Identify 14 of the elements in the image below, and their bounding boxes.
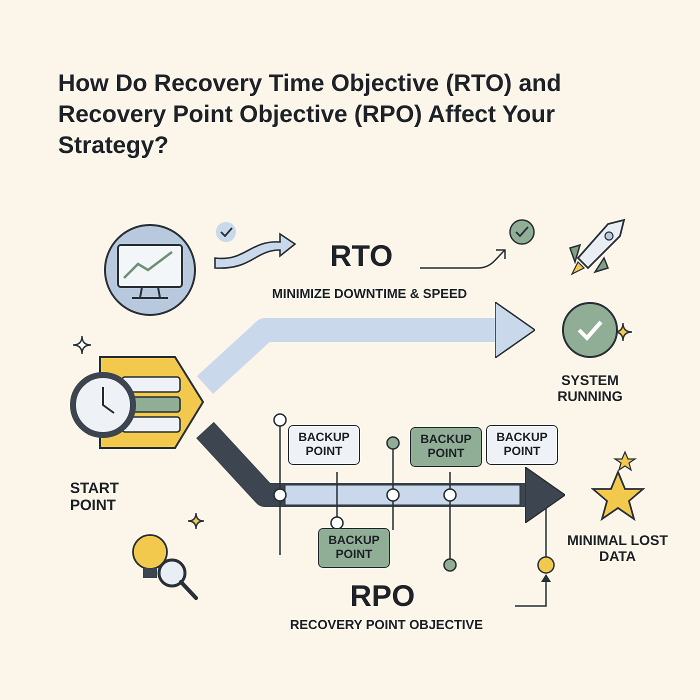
heading: RPO (349, 580, 416, 613)
node-label: SYSTEM RUNNING (556, 372, 624, 404)
node-label: MINIMAL LOST DATA (566, 532, 669, 564)
title: How Do Recovery Time Objective (RTO) and Recovery Point Objective (RPO) Affect Your Strategy? (58, 69, 562, 162)
speech-bubble: BACKUP POINT (318, 528, 390, 568)
speech-bubble: BACKUP POINT (288, 425, 360, 465)
flow-arrow (196, 422, 566, 524)
subheading: MINIMIZE DOWNTIME & SPEED (272, 286, 467, 301)
speech-bubble: BACKUP POINT (410, 427, 482, 467)
node-label: START POINT (70, 480, 120, 514)
subheading: RECOVERY POINT OBJECTIVE (290, 617, 484, 632)
speech-bubble: BACKUP POINT (486, 425, 558, 465)
flow-arrow (196, 301, 536, 394)
heading: RTO (330, 240, 393, 274)
